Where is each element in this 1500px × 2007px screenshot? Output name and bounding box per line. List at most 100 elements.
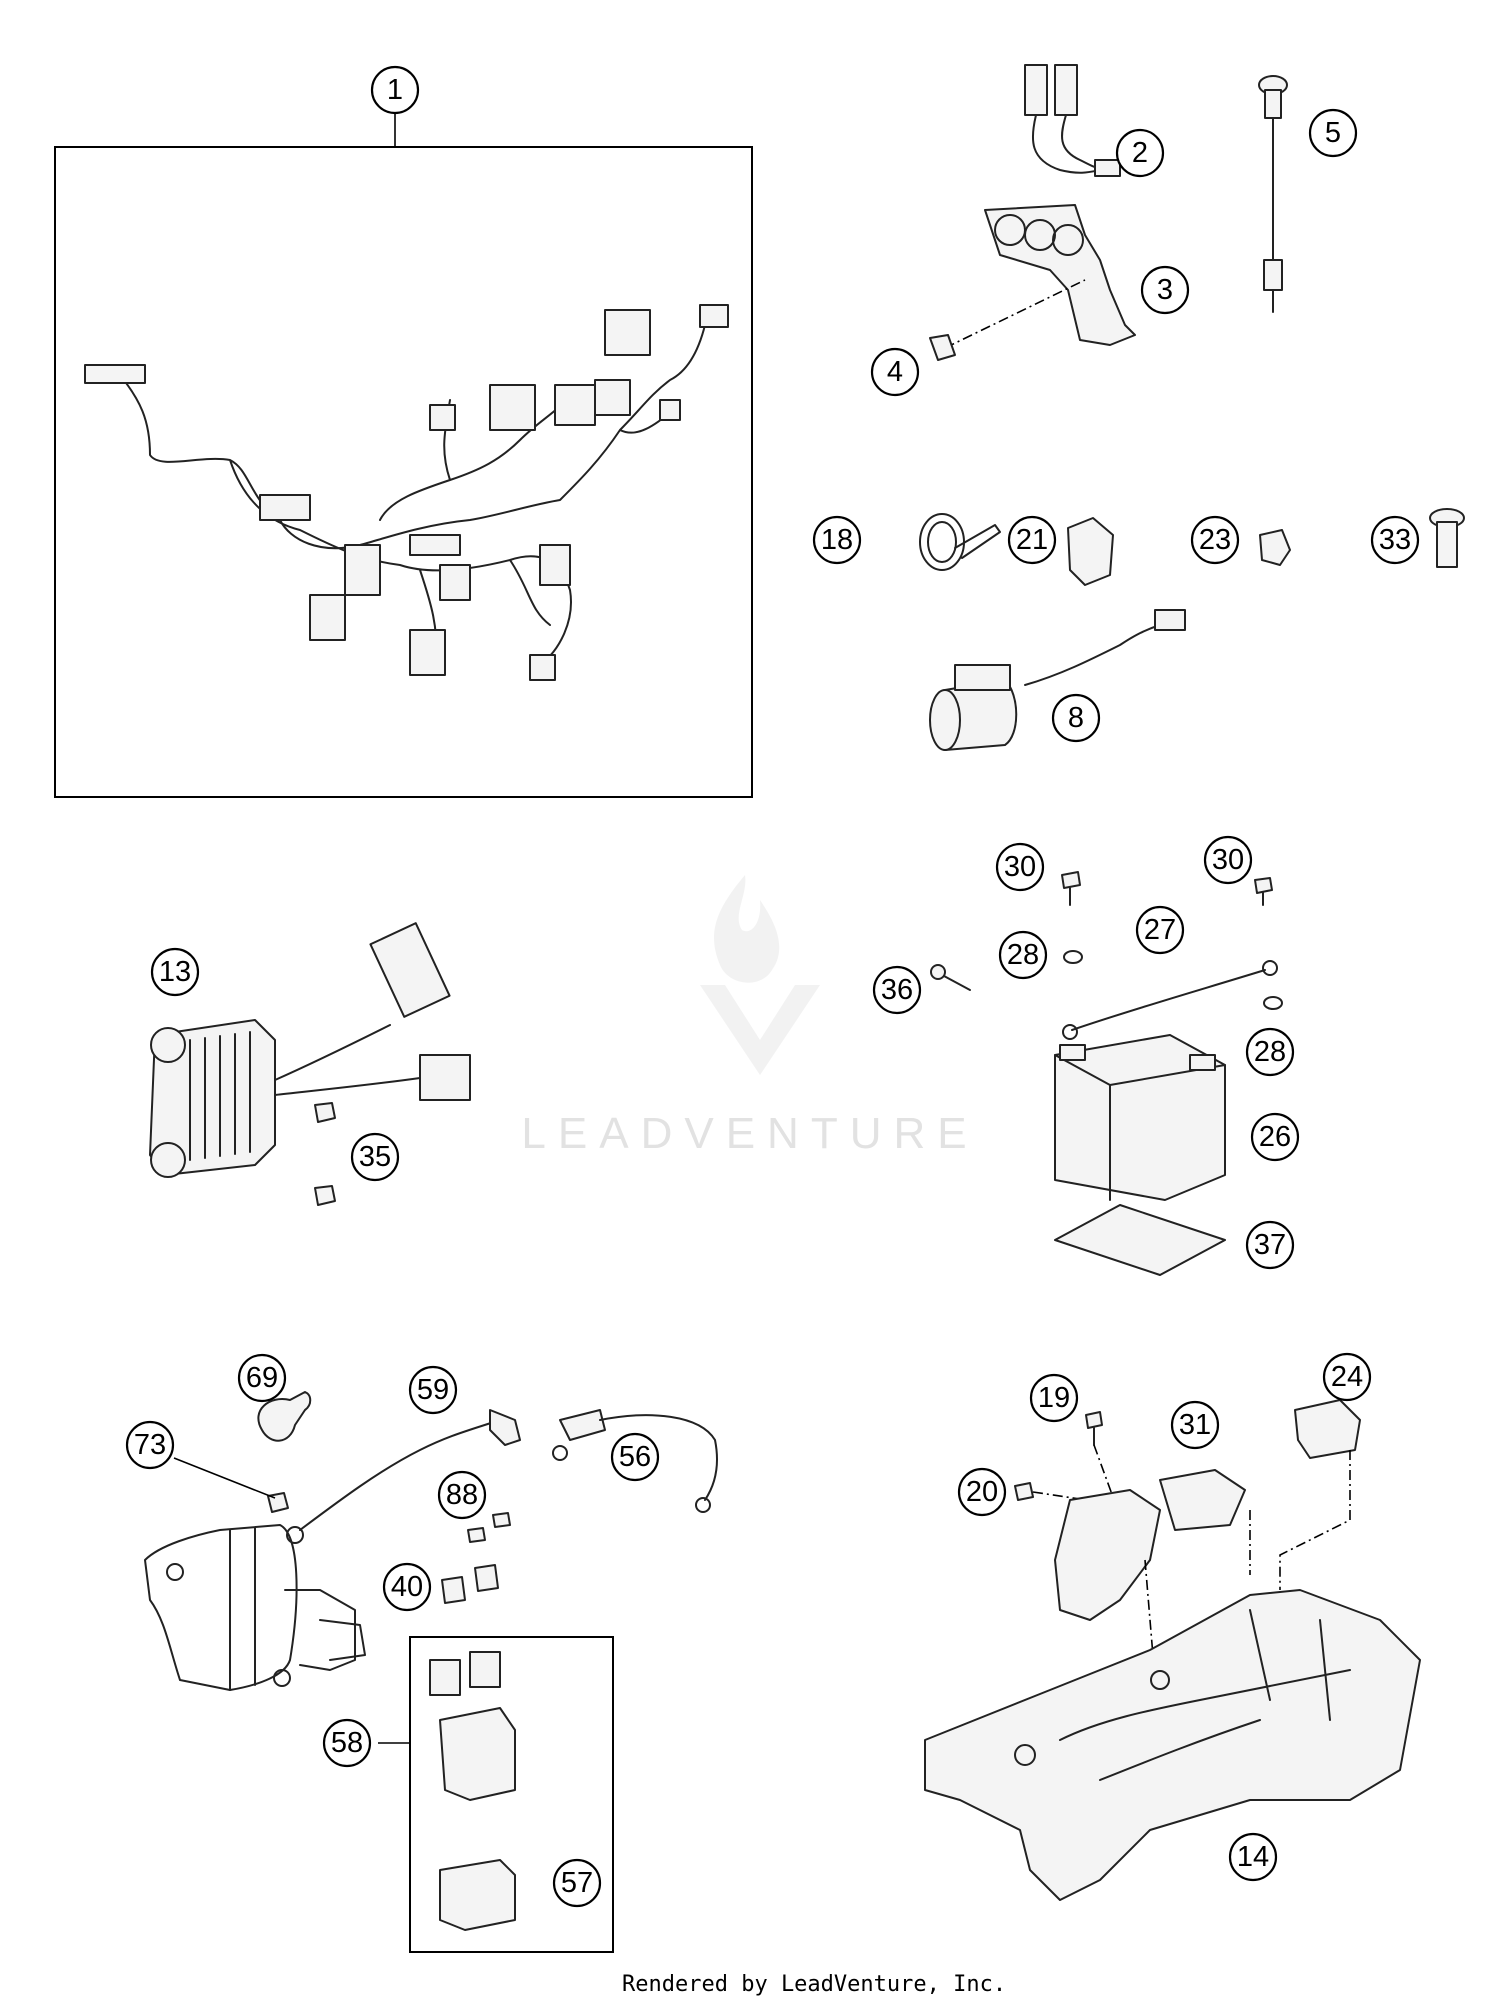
svg-text:37: 37: [1254, 1229, 1286, 1261]
svg-text:56: 56: [619, 1441, 651, 1473]
svg-text:18: 18: [821, 524, 853, 556]
svg-text:23: 23: [1199, 524, 1231, 556]
harness-connector: [259, 494, 311, 521]
harness-connector: [699, 304, 729, 328]
part-88-drawing: [467, 1512, 511, 1543]
wiring-harness-frame: [54, 146, 753, 798]
svg-text:4: 4: [887, 356, 903, 388]
part-20-drawing: [1014, 1482, 1034, 1501]
part-5-drawing: [1258, 75, 1288, 313]
callout: 58: [322, 1718, 372, 1768]
callout: 21: [1007, 515, 1057, 565]
callout: 26: [1250, 1112, 1300, 1162]
svg-text:33: 33: [1379, 524, 1411, 556]
starter-motor-drawing: [144, 1524, 366, 1691]
part-69-drawing: [257, 1391, 312, 1442]
callout: 2: [1115, 128, 1165, 178]
harness-connector: [539, 544, 571, 586]
svg-text:30: 30: [1004, 851, 1036, 883]
wiring-harness-group: [54, 113, 753, 798]
callout: 33: [1370, 515, 1420, 565]
part-13-drawing: [149, 922, 471, 1178]
part-4-drawing: [929, 334, 956, 361]
harness-connector: [604, 309, 651, 356]
part-2-drawing: [1024, 64, 1121, 177]
callout: 14: [1228, 1832, 1278, 1882]
callout: 35: [350, 1132, 400, 1182]
harness-connector: [409, 629, 446, 676]
svg-text:8: 8: [1068, 702, 1084, 734]
callout: 5: [1308, 108, 1358, 158]
wiring-harness-drawing: [119, 324, 706, 666]
svg-text:73: 73: [134, 1429, 166, 1461]
callout: 3: [1140, 265, 1190, 315]
callout: 4: [870, 347, 920, 397]
harness-connector: [659, 399, 681, 421]
part-26-drawing: [1054, 1034, 1226, 1201]
footer-credit: Rendered by LeadVenture, Inc.: [622, 1972, 1007, 1997]
part-19-drawing: [1085, 1411, 1103, 1446]
harness-connector: [84, 364, 146, 384]
callout: 28: [1245, 1027, 1295, 1077]
harness-connector: [594, 379, 631, 416]
callout: 73: [125, 1420, 175, 1470]
callout: 28: [998, 930, 1048, 980]
part-14-drawing: [924, 1589, 1421, 1901]
callout: 31: [1170, 1400, 1220, 1450]
part-40-drawing: [441, 1564, 499, 1604]
svg-text:26: 26: [1259, 1121, 1291, 1153]
flame-logo-icon: [700, 875, 820, 1075]
callout: 40: [382, 1562, 432, 1612]
svg-text:2: 2: [1132, 137, 1148, 169]
svg-text:88: 88: [446, 1479, 478, 1511]
callout: 88: [437, 1470, 487, 1520]
harness-connector: [429, 404, 456, 431]
svg-text:28: 28: [1254, 1036, 1286, 1068]
harness-connector: [529, 654, 556, 681]
relay-kit-frame: [409, 1636, 614, 1953]
watermark: LEADVENTURE: [521, 875, 967, 1158]
harness-connector: [439, 564, 471, 601]
part-24-drawing: [1294, 1399, 1361, 1459]
callout: 19: [1029, 1373, 1079, 1423]
callout: 59: [408, 1365, 458, 1415]
callout: 30: [1203, 835, 1253, 885]
part-33-drawing: [1429, 508, 1465, 568]
svg-text:5: 5: [1325, 117, 1341, 149]
part-59-drawing: [286, 1409, 521, 1544]
callout: 20: [957, 1467, 1007, 1517]
callout: 27: [1135, 905, 1185, 955]
part-35-drawing: [314, 1102, 336, 1206]
svg-text:59: 59: [417, 1374, 449, 1406]
svg-text:40: 40: [391, 1571, 423, 1603]
part-31-drawing: [1054, 1469, 1246, 1621]
svg-text:20: 20: [966, 1476, 998, 1508]
harness-connector: [309, 594, 346, 641]
part-28-drawing: [1063, 950, 1283, 1010]
svg-text:14: 14: [1237, 1841, 1269, 1873]
part-58-drawing: [429, 1651, 516, 1801]
callout: 23: [1190, 515, 1240, 565]
part-21-drawing: [1067, 517, 1114, 586]
harness-connector: [344, 544, 381, 596]
part-37-drawing: [1054, 1204, 1226, 1276]
callouts: 1 2 3 4 5 8 13 14 18 19 20 21 23 24 26 2…: [125, 65, 1420, 1908]
svg-text:13: 13: [159, 956, 191, 988]
svg-text:69: 69: [246, 1362, 278, 1394]
part-36-drawing: [930, 964, 971, 991]
svg-text:31: 31: [1179, 1409, 1211, 1441]
part-30-drawing: [1061, 871, 1273, 906]
part-56-drawing: [552, 1409, 718, 1513]
callout: 18: [812, 515, 862, 565]
callout: 37: [1245, 1220, 1295, 1270]
callout: 69: [237, 1353, 287, 1403]
svg-text:24: 24: [1331, 1361, 1363, 1393]
callout: 8: [1051, 693, 1101, 743]
svg-text:3: 3: [1157, 274, 1173, 306]
part-8-drawing: [929, 609, 1186, 751]
callout: 36: [872, 965, 922, 1015]
callout: 13: [150, 947, 200, 997]
svg-text:27: 27: [1144, 914, 1176, 946]
callout: 24: [1322, 1352, 1372, 1402]
callout: 57: [552, 1858, 602, 1908]
